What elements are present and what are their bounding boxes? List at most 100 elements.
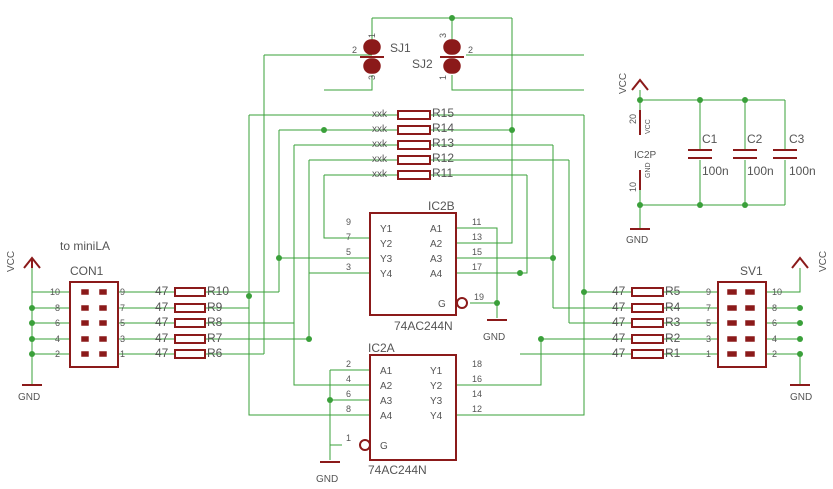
jumper-sj1: 1 2 3 SJ1 [352, 33, 411, 80]
svg-text:R12: R12 [432, 151, 454, 165]
svg-text:10: 10 [772, 287, 782, 297]
svg-text:74AC244N: 74AC244N [394, 319, 453, 333]
resistor-r10: 47 R10 [155, 284, 229, 298]
svg-text:7: 7 [120, 303, 125, 313]
svg-text:VCC: VCC [645, 119, 652, 134]
svg-text:7: 7 [706, 303, 711, 313]
svg-text:12: 12 [472, 404, 482, 414]
vcc-right-symbol: VCC [791, 251, 829, 272]
svg-text:47: 47 [155, 315, 169, 329]
svg-text:SJ2: SJ2 [412, 57, 433, 71]
svg-text:VCC: VCC [618, 73, 629, 94]
svg-text:47: 47 [155, 346, 169, 360]
svg-text:A2: A2 [430, 239, 443, 250]
svg-text:GND: GND [790, 392, 812, 403]
jumper-sj2: 3 2 1 SJ2 [412, 33, 473, 80]
svg-text:C1: C1 [702, 132, 718, 146]
svg-text:R5: R5 [665, 284, 681, 298]
svg-text:G: G [380, 441, 388, 452]
svg-text:47: 47 [612, 331, 626, 345]
svg-text:GND: GND [316, 474, 338, 485]
svg-text:16: 16 [472, 374, 482, 384]
resistor-r15: xxk R15 [372, 106, 454, 120]
svg-text:1: 1 [120, 349, 125, 359]
svg-text:5: 5 [346, 247, 351, 257]
svg-text:3: 3 [346, 262, 351, 272]
svg-text:Y1: Y1 [430, 366, 443, 377]
resistors-top: xxk R15 xxk R14 xxk R13 xxk R12 xxk R11 [372, 106, 454, 180]
svg-text:11: 11 [472, 217, 481, 227]
svg-text:1: 1 [706, 349, 711, 359]
svg-text:R6: R6 [207, 346, 223, 360]
resistor-r6: 47 R6 [155, 346, 223, 360]
sv1-connector: SV1 9 10 7 8 5 6 3 4 1 2 [706, 264, 782, 368]
svg-text:10: 10 [50, 287, 60, 297]
svg-text:R10: R10 [207, 284, 229, 298]
svg-text:CON1: CON1 [70, 264, 104, 278]
ic2a-buffer: IC2A 74AC244N A1 A2 A3 A4 2 4 6 8 Y1 Y2 … [346, 341, 482, 477]
svg-text:2: 2 [772, 349, 777, 359]
svg-text:3: 3 [367, 75, 377, 80]
svg-text:R8: R8 [207, 315, 223, 329]
gnd-ic2b-symbol: GND [483, 319, 507, 343]
svg-text:3: 3 [120, 334, 125, 344]
svg-text:9: 9 [120, 287, 125, 297]
svg-text:6: 6 [346, 389, 351, 399]
svg-text:20: 20 [628, 114, 638, 124]
svg-text:VCC: VCC [818, 251, 829, 272]
svg-text:R1: R1 [665, 346, 681, 360]
svg-text:Y4: Y4 [380, 269, 393, 280]
svg-text:4: 4 [55, 334, 60, 344]
resistor-r1: 47 R1 [612, 346, 681, 360]
svg-text:xxk: xxk [372, 154, 388, 165]
svg-text:8: 8 [772, 303, 777, 313]
svg-text:R11: R11 [432, 166, 453, 180]
svg-text:7: 7 [346, 232, 351, 242]
capacitor-c2: C2 100n [733, 132, 774, 178]
svg-text:Y3: Y3 [380, 254, 393, 265]
vcc-left-symbol: VCC [6, 251, 41, 272]
svg-text:8: 8 [55, 303, 60, 313]
resistor-r3: 47 R3 [612, 315, 681, 329]
svg-text:5: 5 [120, 318, 125, 328]
svg-text:A4: A4 [430, 269, 443, 280]
svg-text:19: 19 [474, 292, 484, 302]
svg-text:5: 5 [706, 318, 711, 328]
wires [31, 17, 801, 460]
svg-text:SV1: SV1 [740, 264, 763, 278]
svg-text:1: 1 [438, 75, 448, 80]
svg-text:1: 1 [367, 33, 377, 38]
svg-text:IC2P: IC2P [634, 150, 657, 161]
resistor-r9: 47 R9 [155, 300, 223, 314]
resistor-r14: xxk R14 [372, 121, 454, 135]
resistor-r2: 47 R2 [612, 331, 681, 345]
svg-text:IC2A: IC2A [368, 341, 395, 355]
svg-text:A3: A3 [380, 396, 393, 407]
svg-text:100n: 100n [789, 164, 816, 178]
resistor-r8: 47 R8 [155, 315, 223, 329]
svg-text:Y4: Y4 [430, 411, 443, 422]
gnd-left-symbol: GND [18, 384, 42, 403]
svg-text:xxk: xxk [372, 139, 388, 150]
svg-text:15: 15 [472, 247, 482, 257]
svg-text:6: 6 [772, 318, 777, 328]
svg-text:SJ1: SJ1 [390, 41, 411, 55]
resistor-r5: 47 R5 [612, 284, 681, 298]
svg-text:C2: C2 [747, 132, 763, 146]
svg-text:9: 9 [346, 217, 351, 227]
svg-text:IC2B: IC2B [428, 199, 455, 213]
gnd-power-symbol: GND [626, 228, 650, 246]
svg-text:100n: 100n [747, 164, 774, 178]
svg-text:10: 10 [628, 182, 638, 192]
svg-text:Y1: Y1 [380, 224, 393, 235]
svg-text:2: 2 [352, 45, 357, 55]
svg-text:R2: R2 [665, 331, 681, 345]
svg-text:100n: 100n [702, 164, 729, 178]
svg-text:R15: R15 [432, 106, 454, 120]
svg-text:R14: R14 [432, 121, 454, 135]
resistor-r13: xxk R13 [372, 136, 454, 150]
svg-text:13: 13 [472, 232, 482, 242]
svg-text:xxk: xxk [372, 124, 388, 135]
resistors-right: 47 R5 47 R4 47 R3 47 R2 47 R1 [612, 284, 681, 360]
svg-text:xxk: xxk [372, 109, 388, 120]
